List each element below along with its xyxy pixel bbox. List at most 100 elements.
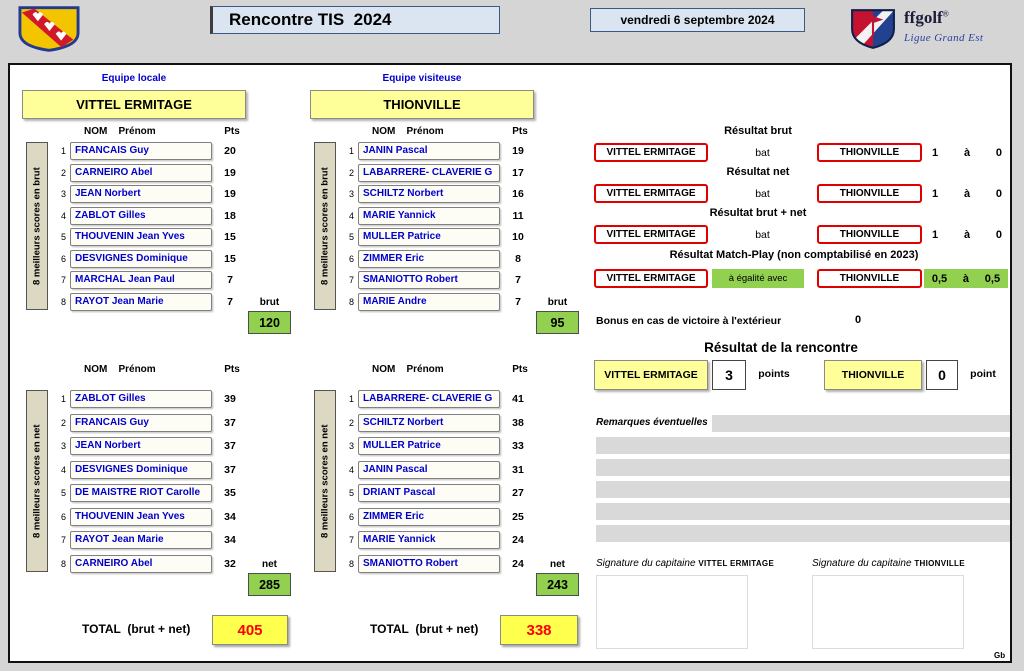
player-row: 4 DESVIGNES Dominique 37 (54, 460, 250, 479)
row-number: 7 (348, 275, 354, 285)
player-name-cell[interactable]: FRANCAIS Guy (70, 142, 212, 160)
result-brut-score: 1 à 0 (932, 143, 1002, 162)
bonus-label: Bonus en cas de victoire à l'extérieur (596, 315, 782, 327)
player-name-cell[interactable]: RAYOT Jean Marie (70, 531, 212, 549)
local-net-label: net (262, 559, 277, 570)
player-points: 34 (224, 534, 236, 546)
visitor-signature-box[interactable] (812, 575, 964, 649)
result-brut-visitor-team: THIONVILLE (817, 143, 922, 162)
player-row: 8 MARIE Andre 7 (342, 292, 538, 311)
row-number: 5 (60, 488, 66, 498)
player-row: 3 JEAN Norbert 19 (54, 185, 250, 203)
player-points: 41 (512, 393, 524, 405)
row-number: 8 (348, 296, 354, 307)
row-number: 6 (348, 253, 354, 264)
player-name-cell[interactable]: THOUVENIN Jean Yves (70, 507, 212, 526)
player-points: 7 (227, 274, 233, 286)
player-name-cell[interactable]: DESVIGNES Dominique (70, 249, 212, 268)
player-name-cell[interactable]: LABARRERE- CLAVERIE G (358, 390, 500, 408)
row-number: 1 (60, 394, 66, 404)
result-matchplay-title: Résultat Match-Play (non comptabilisé en… (669, 249, 919, 261)
remarks-field[interactable] (712, 415, 1010, 432)
player-name-cell[interactable]: JEAN Norbert (70, 437, 212, 455)
player-name-cell[interactable]: ZABLOT Gilles (70, 206, 212, 225)
player-row: 7 RAYOT Jean Marie 34 (54, 531, 250, 549)
player-name-cell[interactable]: SCHILTZ Norbert (358, 185, 500, 203)
player-name-cell[interactable]: SMANIOTTO Robert (358, 271, 500, 289)
player-row: 5 THOUVENIN Jean Yves 15 (54, 228, 250, 246)
row-number: 1 (348, 394, 354, 404)
row-number: 3 (348, 441, 354, 451)
lorraine-crest-icon (18, 5, 80, 53)
player-name-cell[interactable]: FRANCAIS Guy (70, 413, 212, 432)
match-date-field[interactable]: vendredi 6 septembre 2024 (590, 8, 805, 32)
player-name-cell[interactable]: CARNEIRO Abel (70, 554, 212, 573)
player-row: 7 MARIE Yannick 24 (342, 531, 538, 549)
row-number: 4 (60, 210, 66, 221)
local-net-side-label: 8 meilleurs scores en net (26, 390, 48, 572)
player-name-cell[interactable]: MULLER Patrice (358, 437, 500, 455)
visitor-team-name-field[interactable]: THIONVILLE (310, 90, 534, 119)
player-points: 37 (224, 416, 236, 429)
player-points: 31 (512, 463, 524, 476)
player-points: 10 (512, 231, 524, 243)
player-name-cell[interactable]: MARIE Yannick (358, 206, 500, 225)
remarks-field[interactable] (596, 437, 1010, 454)
score-right: 0 (995, 146, 1002, 159)
visitor-net-header: NOM Prénom Pts (372, 364, 528, 375)
visitor-team-type-label: Equipe visiteuse (382, 73, 462, 84)
score-left: 1 (932, 228, 939, 241)
player-name-cell[interactable]: ZIMMER Eric (358, 249, 500, 268)
local-brut-side-label: 8 meilleurs scores en brut (26, 142, 48, 310)
remarks-field[interactable] (596, 459, 1010, 476)
score-left: 1 (932, 146, 939, 159)
result-brutnet-score: 1 à 0 (932, 225, 1002, 244)
final-visitor-points-label: point (970, 368, 996, 380)
row-number: 5 (348, 232, 354, 242)
remarks-field[interactable] (596, 503, 1010, 520)
remarks-field[interactable] (596, 481, 1010, 498)
row-number: 2 (348, 417, 354, 428)
player-name-cell[interactable]: JEAN Norbert (70, 185, 212, 203)
player-name-cell[interactable]: MULLER Patrice (358, 228, 500, 246)
row-number: 8 (348, 558, 354, 569)
player-name-cell[interactable]: RAYOT Jean Marie (70, 292, 212, 311)
row-number: 4 (348, 464, 354, 475)
visitor-grand-total: 338 (500, 615, 578, 645)
player-points: 19 (224, 188, 236, 200)
player-name-cell[interactable]: SMANIOTTO Robert (358, 554, 500, 573)
visitor-signature-label: Signature du capitaine THIONVILLE (812, 558, 965, 569)
local-signature-box[interactable] (596, 575, 748, 649)
score-right: 0 (995, 187, 1002, 200)
player-name-cell[interactable]: MARIE Andre (358, 292, 500, 311)
player-name-cell[interactable]: THOUVENIN Jean Yves (70, 228, 212, 246)
player-points: 7 (515, 295, 521, 308)
player-name-cell[interactable]: JANIN Pascal (358, 460, 500, 479)
player-name-cell[interactable]: MARIE Yannick (358, 531, 500, 549)
score-sep: à (962, 272, 970, 285)
player-name-cell[interactable]: DESVIGNES Dominique (70, 460, 212, 479)
player-name-cell[interactable]: MARCHAL Jean Paul (70, 271, 212, 289)
remarks-field[interactable] (596, 525, 1010, 542)
local-team-name-field[interactable]: VITTEL ERMITAGE (22, 90, 246, 119)
player-name-cell[interactable]: ZABLOT Gilles (70, 390, 212, 408)
player-points: 24 (512, 534, 524, 546)
player-name-cell[interactable]: DE MAISTRE RIOT Carolle (70, 484, 212, 502)
player-name-cell[interactable]: LABARRERE- CLAVERIE G (358, 163, 500, 182)
row-number: 2 (60, 417, 66, 428)
visitor-signature-team: THIONVILLE (914, 559, 965, 568)
row-number: 3 (60, 189, 66, 199)
local-net-total: 285 (248, 573, 291, 596)
player-row: 3 JEAN Norbert 37 (54, 437, 250, 455)
player-points: 37 (224, 463, 236, 476)
final-local-team: VITTEL ERMITAGE (594, 360, 708, 390)
player-name-cell[interactable]: JANIN Pascal (358, 142, 500, 160)
player-name-cell[interactable]: SCHILTZ Norbert (358, 413, 500, 432)
player-name-cell[interactable]: ZIMMER Eric (358, 507, 500, 526)
visitor-brut-side-label: 8 meilleurs scores en brut (314, 142, 336, 310)
player-name-cell[interactable]: DRIANT Pascal (358, 484, 500, 502)
player-name-cell[interactable]: CARNEIRO Abel (70, 163, 212, 182)
result-matchplay-score: 0,5 à 0,5 (924, 269, 1008, 288)
player-points: 33 (512, 440, 524, 452)
